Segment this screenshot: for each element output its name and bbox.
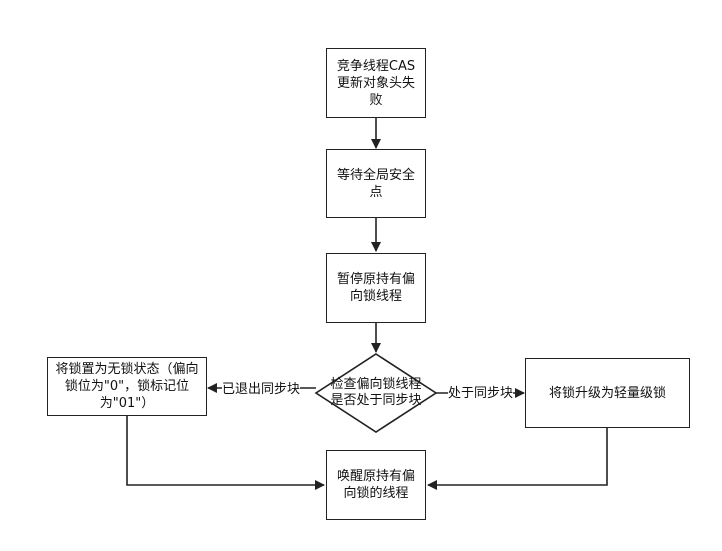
- node-safepoint: 等待全局安全点: [326, 149, 426, 218]
- edge-label-in-block: 处于同步块: [448, 386, 514, 402]
- arrow-upgrade-to-wake: [427, 428, 608, 490]
- node-pause-text: 暂停原持有偏向锁线程: [336, 272, 415, 304]
- node-wake-text: 唤醒原持有偏向锁的线程: [336, 469, 415, 501]
- node-set-nolock-text: 将锁置为无锁状态（偏向锁位为"0"，锁标记位为"01"）: [55, 362, 199, 411]
- node-cas-fail-text: 竞争线程CAS更新对象头失败: [336, 58, 416, 108]
- node-pause: 暂停原持有偏向锁线程: [326, 253, 426, 323]
- node-upgrade-text: 将锁升级为轻量级锁: [548, 385, 666, 401]
- node-wake: 唤醒原持有偏向锁的线程: [326, 450, 426, 520]
- node-cas-fail: 竞争线程CAS更新对象头失败: [326, 48, 426, 118]
- arrow-nolock-to-wake: [126, 416, 325, 490]
- node-safepoint-text: 等待全局安全点: [336, 167, 415, 200]
- decision-diamond: [314, 353, 438, 433]
- node-upgrade: 将锁升级为轻量级锁: [525, 358, 690, 428]
- node-set-nolock: 将锁置为无锁状态（偏向锁位为"0"，锁标记位为"01"）: [47, 357, 207, 416]
- node-check-text: 检查偏向锁线程是否处于同步块: [330, 377, 422, 408]
- edge-label-exited: 已退出同步块: [222, 382, 301, 398]
